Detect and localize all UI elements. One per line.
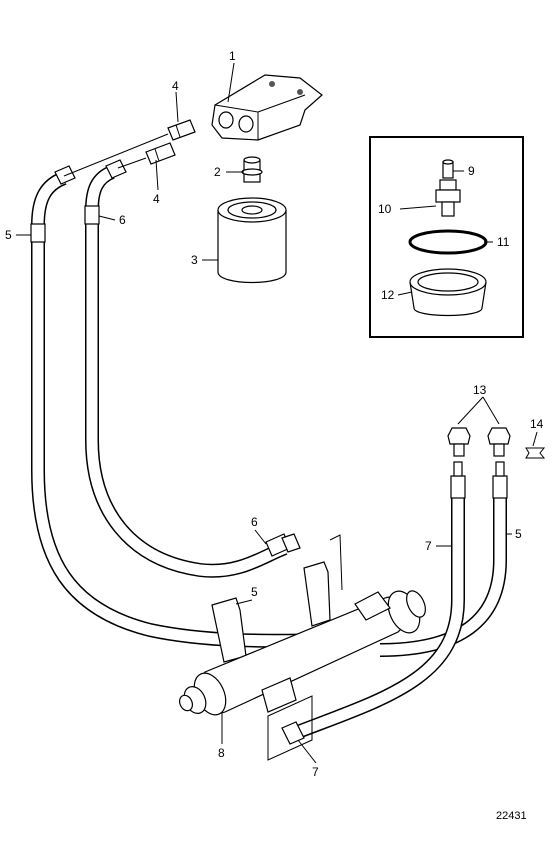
valve-10: [435, 179, 461, 217]
callout-4-lower: 4: [153, 192, 160, 206]
hose-7-ferrule: [450, 475, 466, 499]
callout-9: 9: [468, 164, 475, 178]
screw-9: [442, 159, 454, 179]
fitting-13-right: [487, 427, 511, 457]
hose-5-right-nipple: [495, 461, 505, 477]
oil-filter-3: [217, 197, 287, 284]
figure-number: 22431: [496, 810, 527, 822]
callout-3: 3: [191, 253, 198, 267]
nipple-4-lower: [145, 142, 176, 165]
callout-5-right: 5: [515, 527, 522, 541]
hose-5-right-ferrule: [492, 475, 508, 499]
hose-6-nut: [281, 533, 301, 553]
hose-5-right: [379, 461, 508, 657]
callout-13: 13: [473, 383, 487, 397]
callout-1: 1: [229, 49, 236, 63]
callout-6-left: 6: [119, 213, 126, 227]
callout-12: 12: [381, 288, 395, 302]
hose-7-right: [281, 461, 466, 745]
hose-5-left: [30, 165, 351, 648]
o-ring-11: [408, 229, 488, 255]
clip-14: [525, 447, 546, 459]
detail-inset-frame: [369, 136, 524, 338]
leader-dash-lower: [117, 157, 147, 169]
fitting-13-left: [447, 427, 471, 457]
callout-7-lower: 7: [312, 765, 319, 779]
hose-7-nipple: [453, 461, 463, 477]
filter-bracket: [211, 74, 323, 141]
callout-6-bottom: 6: [251, 515, 258, 529]
leader-lines: [16, 62, 538, 764]
callout-11: 11: [497, 235, 510, 249]
hose-7-fitting: [281, 721, 305, 745]
callout-2: 2: [214, 165, 221, 179]
cup-12: [409, 268, 487, 317]
hose-6-fitting-top: [105, 159, 127, 179]
hose-6-sleeve: [84, 205, 100, 225]
callout-10: 10: [378, 202, 392, 216]
oil-cooler-8: [178, 534, 426, 761]
callout-7-upper: 7: [425, 539, 432, 553]
adapter-2: [241, 156, 263, 183]
callout-5-left: 5: [5, 228, 12, 242]
hose-5-sleeve: [30, 223, 46, 243]
callout-4-upper: 4: [172, 79, 179, 93]
nipple-4-upper: [167, 119, 196, 141]
leader-dash-upper: [63, 133, 169, 177]
hose-6-left: [84, 159, 301, 578]
callout-14: 14: [530, 417, 544, 431]
callout-8: 8: [218, 746, 225, 760]
hose-5-fitting: [54, 165, 76, 185]
callout-5-bracket: 5: [251, 585, 258, 599]
